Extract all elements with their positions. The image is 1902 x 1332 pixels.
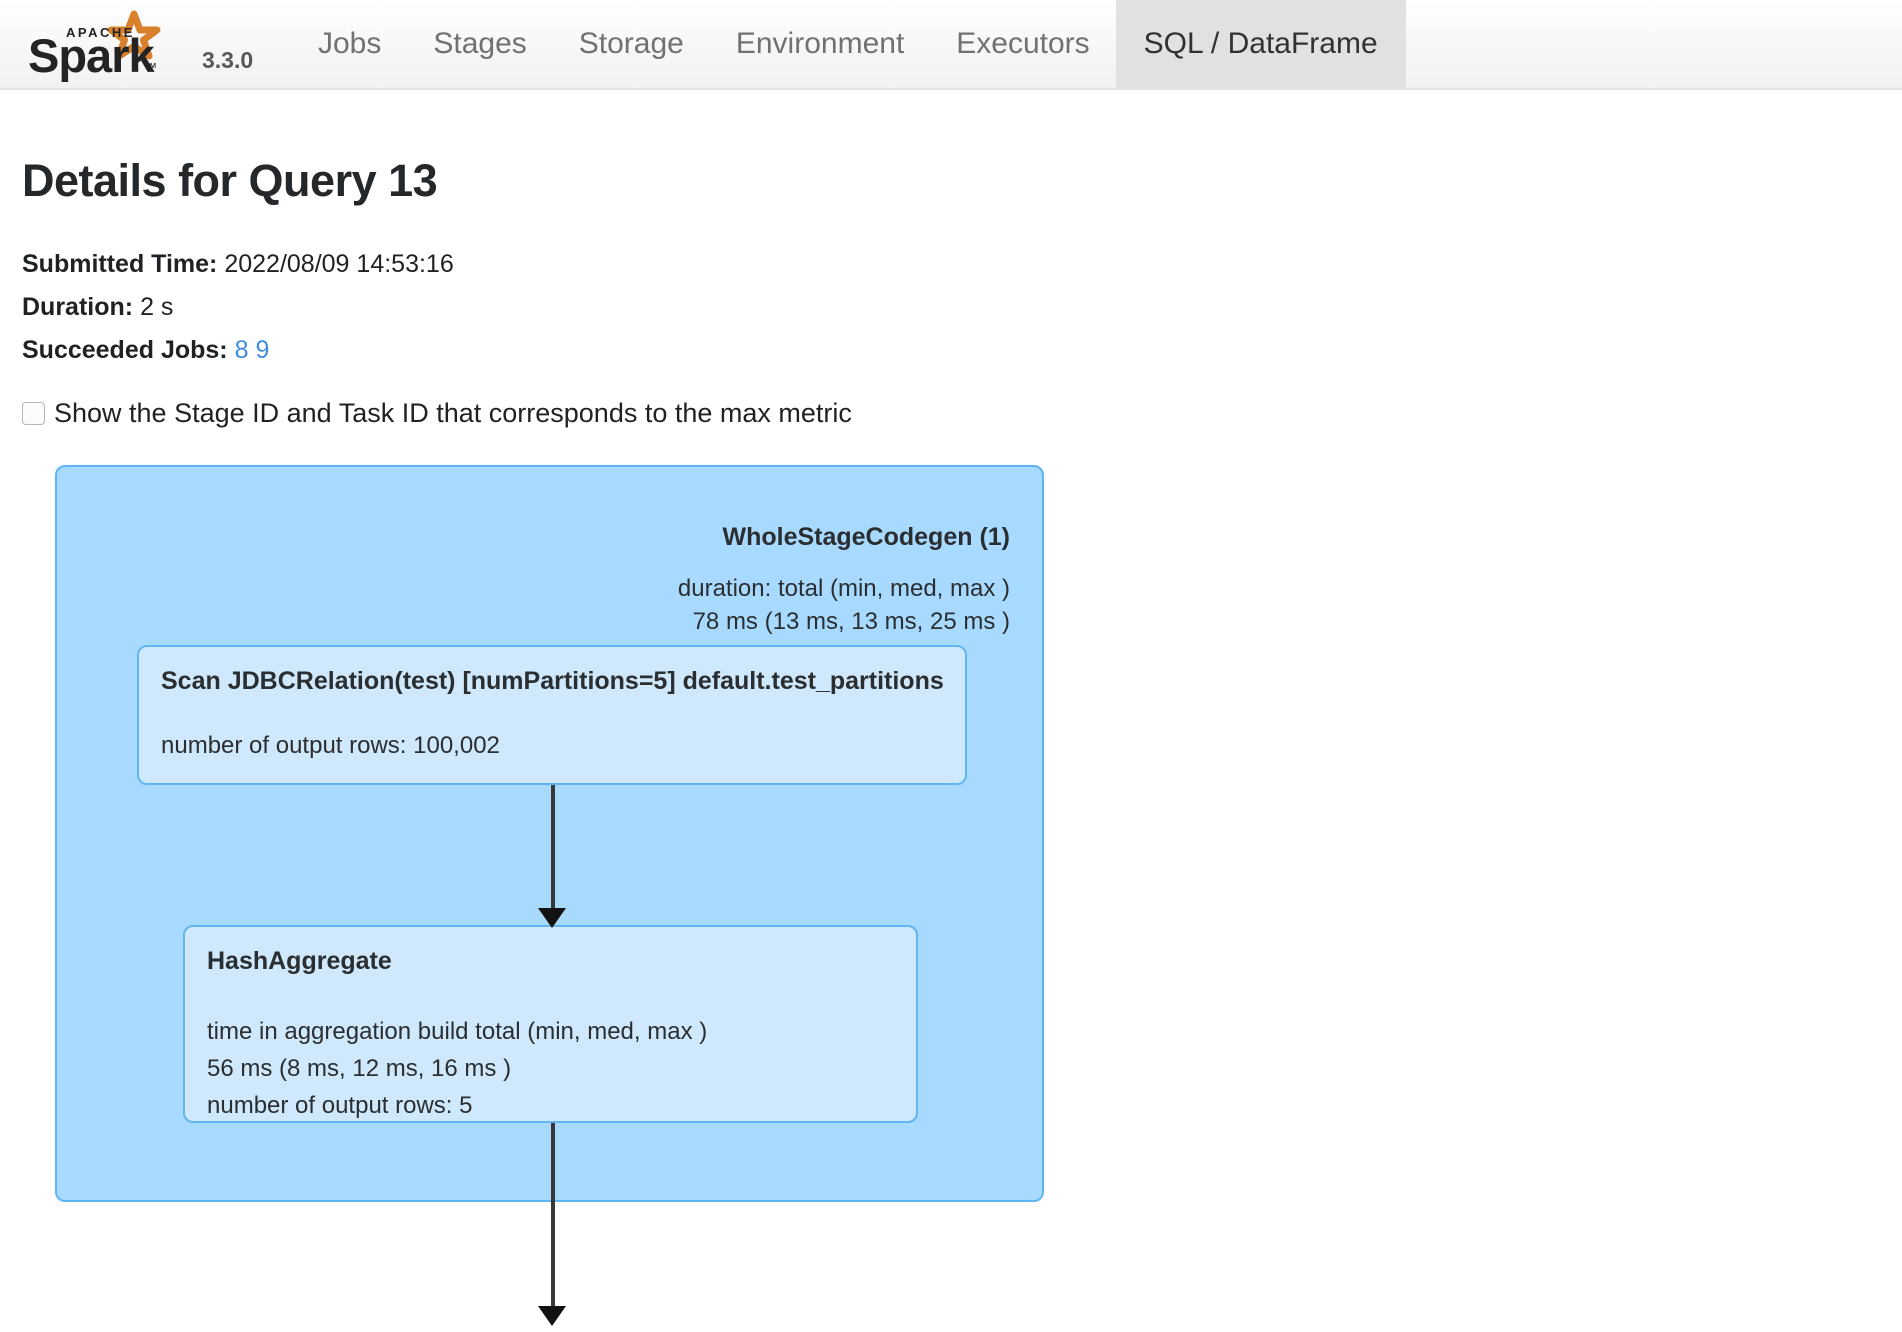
nav-tab-environment[interactable]: Environment [710, 0, 930, 88]
spark-logo[interactable]: APACHE Spark ™ [22, 8, 187, 82]
plan-cluster-metrics: duration: total (min, med, max ) 78 ms (… [57, 572, 1010, 638]
nav-tab-environment-label: Environment [735, 27, 905, 60]
plan-cluster-title: WholeStageCodegen (1) [722, 523, 1010, 551]
spark-logo-icon: APACHE Spark ™ [28, 10, 161, 82]
succeeded-job-link-9[interactable]: 9 [255, 336, 270, 364]
succeeded-jobs-label: Succeeded Jobs: [22, 336, 228, 364]
plan-cluster-wholestagecodegen[interactable]: WholeStageCodegen (1) duration: total (m… [55, 465, 1044, 1202]
plan-edge-hashaggregate-outgoing-arrowhead-icon [538, 1306, 566, 1326]
show-stage-task-id-row[interactable]: Show the Stage ID and Task ID that corre… [22, 398, 852, 429]
plan-edge-hashaggregate-outgoing [551, 1123, 555, 1315]
submitted-time-value: 2022/08/09 14:53:16 [224, 250, 454, 278]
plan-node-hashaggregate-metric-0: time in aggregation build total (min, me… [207, 1018, 708, 1045]
plan-node-scan-jdbcrelation[interactable]: Scan JDBCRelation(test) [numPartitions=5… [137, 645, 967, 785]
nav-tab-sql-dataframe[interactable]: SQL / DataFrame [1115, 0, 1406, 88]
nav-tab-list: Jobs Stages Storage Environment Executor… [292, 0, 1406, 88]
nav-tab-jobs-label: Jobs [318, 27, 382, 60]
top-navbar: APACHE Spark ™ 3.3.0 Jobs Stages Storage… [0, 0, 1902, 90]
plan-node-hashaggregate-metric-1: 56 ms (8 ms, 12 ms, 16 ms ) [207, 1055, 512, 1082]
plan-node-scan-metrics: number of output rows: 100,002 [161, 727, 943, 764]
nav-tab-storage[interactable]: Storage [553, 0, 710, 88]
plan-node-hashaggregate-metric-2: number of output rows: 5 [207, 1092, 473, 1119]
query-meta: Submitted Time: 2022/08/09 14:53:16 Dura… [22, 243, 454, 372]
show-stage-task-id-label: Show the Stage ID and Task ID that corre… [54, 398, 852, 428]
spark-brand[interactable]: APACHE Spark ™ 3.3.0 [22, 0, 253, 88]
nav-tab-stages[interactable]: Stages [407, 0, 552, 88]
show-stage-task-id-checkbox[interactable] [22, 402, 45, 425]
svg-text:APACHE: APACHE [66, 25, 135, 40]
plan-cluster-metric-value: 78 ms (13 ms, 13 ms, 25 ms ) [692, 608, 1010, 635]
nav-tab-executors-label: Executors [956, 27, 1090, 60]
plan-node-hashaggregate[interactable]: HashAggregate time in aggregation build … [183, 925, 918, 1123]
submitted-time-label: Submitted Time: [22, 250, 218, 278]
nav-tab-stages-label: Stages [433, 27, 527, 60]
plan-edge-scan-to-hashaggregate [551, 785, 555, 917]
duration-row: Duration: 2 s [22, 286, 454, 329]
nav-tab-storage-label: Storage [578, 27, 684, 60]
page-title: Details for Query 13 [22, 155, 438, 206]
plan-node-scan-title: Scan JDBCRelation(test) [numPartitions=5… [161, 667, 944, 695]
nav-tab-sql-dataframe-label: SQL / DataFrame [1143, 27, 1378, 60]
submitted-time-row: Submitted Time: 2022/08/09 14:53:16 [22, 243, 454, 286]
nav-tab-jobs[interactable]: Jobs [292, 0, 407, 88]
duration-value: 2 s [140, 293, 174, 321]
plan-node-hashaggregate-title: HashAggregate [207, 947, 392, 975]
plan-cluster-metric-label: duration: total (min, med, max ) [677, 575, 1010, 602]
succeeded-job-link-8[interactable]: 8 [234, 336, 249, 364]
plan-edge-scan-to-hashaggregate-arrowhead-icon [538, 908, 566, 928]
succeeded-jobs-row: Succeeded Jobs: 8 9 [22, 329, 454, 372]
plan-node-scan-metric-0: number of output rows: 100,002 [161, 732, 500, 759]
svg-text:™: ™ [144, 60, 157, 75]
spark-version-label: 3.3.0 [202, 47, 254, 73]
svg-text:Spark: Spark [28, 29, 155, 82]
duration-label: Duration: [22, 293, 134, 321]
nav-tab-executors[interactable]: Executors [930, 0, 1115, 88]
plan-node-hashaggregate-metrics: time in aggregation build total (min, me… [207, 1013, 894, 1124]
